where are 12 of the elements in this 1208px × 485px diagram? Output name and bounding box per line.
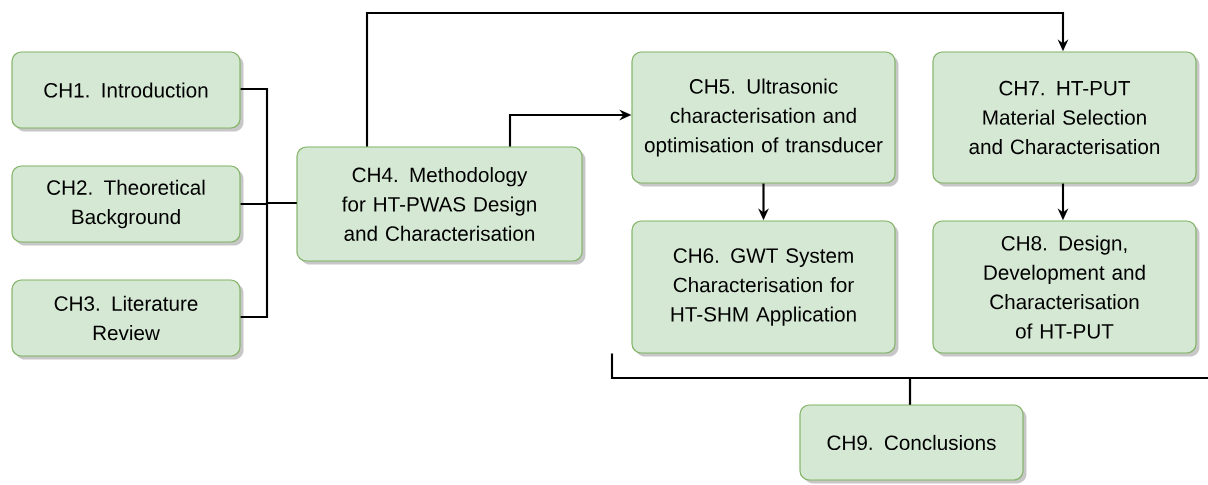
chapter-box: CH9. Conclusions [799, 404, 1027, 484]
connector [908, 376, 1208, 405]
chapter-box: CH6. GWT System Characterisation for HT-SHM Application [631, 220, 899, 357]
chapter-box: CH2. Theoretical Background [11, 165, 244, 246]
connector [240, 201, 297, 319]
chapter-box: CH4. Methodology for HT-PWAS Design and Characterisation [296, 146, 586, 265]
chapter-box: CH3. Literature Review [11, 279, 244, 360]
chapter-box: CH8. Design, Development and Characterisation of HT-PUT [932, 220, 1200, 357]
chapter-box: CH5. Ultrasonic characterisation and optimisation of transducer [631, 51, 899, 187]
connector [365, 11, 1069, 147]
chapter-box: CH7. HT-PUT Material Selection and Characterisation [932, 51, 1200, 187]
chapter-box: CH1. Introduction [11, 51, 244, 132]
